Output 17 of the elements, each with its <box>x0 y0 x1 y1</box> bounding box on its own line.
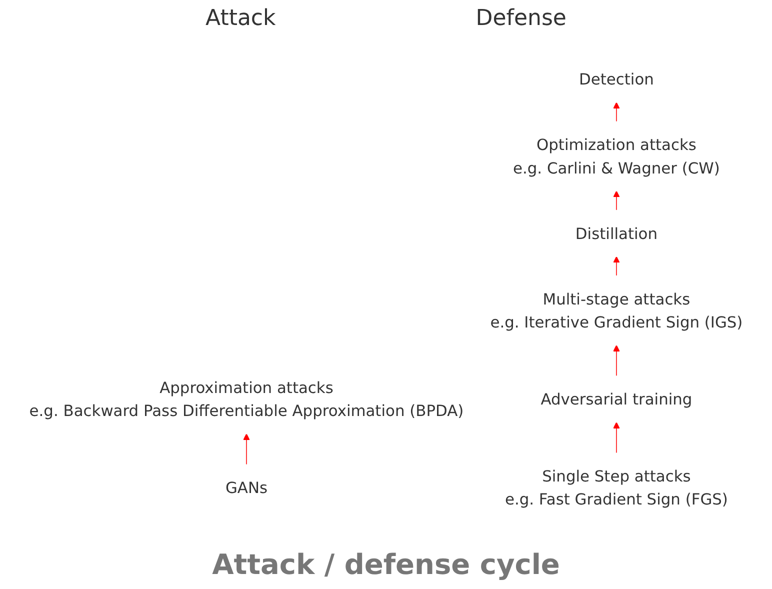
node-text: GANs <box>225 478 268 498</box>
caption: Attack / defense cycle <box>212 548 560 581</box>
node-text: Single Step attacks e.g. Fast Gradient Sign (FGS) <box>504 467 728 509</box>
arrow <box>613 102 620 122</box>
column-heading: Defense <box>476 6 566 31</box>
arrow <box>613 256 620 276</box>
arrow <box>243 434 250 466</box>
node-text: Multi-stage attacks e.g. Iterative Gradient Sign (IGS) <box>490 290 743 332</box>
node-text: Distillation <box>575 224 658 243</box>
arrow <box>613 345 620 377</box>
node-text: Approximation attacks e.g. Backward Pass Differentiable Approximation (BPDA) <box>29 378 464 420</box>
arrow <box>613 422 620 454</box>
node-text: Detection <box>579 70 654 89</box>
column-heading: Attack <box>206 6 276 31</box>
node-text: Adversarial training <box>540 390 692 409</box>
arrow <box>613 190 620 211</box>
node-text: Optimization attacks e.g. Carlini & Wagner (CW) <box>512 136 720 178</box>
